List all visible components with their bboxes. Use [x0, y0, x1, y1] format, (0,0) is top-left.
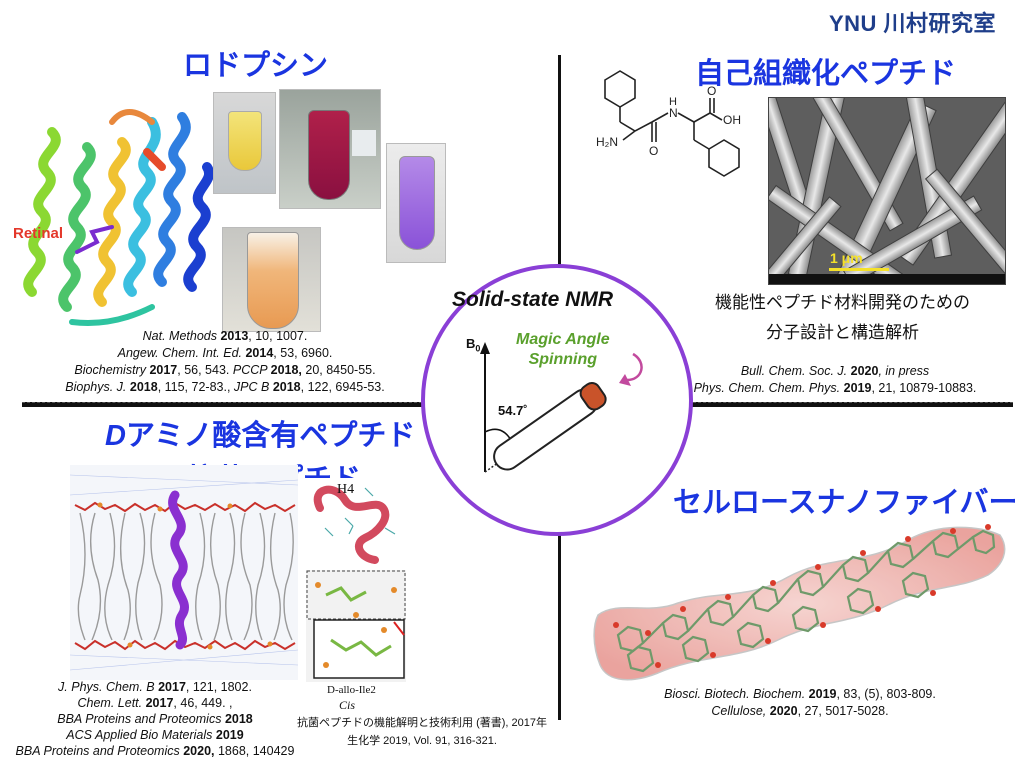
diphenylalanine-structure: H₂N N H O O OH	[596, 70, 741, 177]
b0-label-text: B	[466, 336, 476, 351]
h4-label: H4	[337, 482, 355, 497]
rhodopsin-purple-tube-photo	[386, 143, 446, 263]
cellulose-references: Biosci. Biotech. Biochem. 2019, 83, (5),…	[600, 686, 1000, 720]
damino-ref-2: Chem. Lett. 2017, 46, 449. ,	[77, 696, 233, 710]
atom-n: N	[669, 106, 678, 120]
cis-label: Cis	[339, 698, 356, 712]
angle-label: 54.7˚	[498, 403, 528, 418]
peptide-3d-structure-image	[305, 478, 410, 570]
atom-o1: O	[649, 144, 658, 158]
rhodopsin-ref-4: Biophys. J. 2018, 115, 72-83., JPC B 201…	[65, 380, 385, 394]
vertical-divider-bottom	[558, 510, 561, 720]
peptide-description: 機能性ペプチド材料開発のための 分子設計と構造解析	[670, 288, 1015, 348]
rhodopsin-orange-tube-photo	[222, 227, 321, 332]
cellulose-ref-2: Cellulose, 2020, 27, 5017-5028.	[711, 704, 889, 718]
horizontal-divider-left	[22, 402, 427, 407]
rhodopsin-structure-image	[23, 109, 214, 326]
book-ref-line-1: 抗菌ペプチドの機能解明と技術利用 (著書), 2017年	[297, 717, 547, 729]
rhodopsin-ref-1: Nat. Methods 2013, 10, 1007.	[142, 329, 308, 343]
peptide-ref-1: Bull. Chem. Soc. J. 2020, in press	[740, 364, 930, 378]
book-ref-line-2: 生化学 2019, Vol. 91, 316-321.	[347, 735, 497, 747]
damino-ref-3: BBA Proteins and Proteomics 2018	[57, 712, 253, 726]
atom-oh: OH	[723, 113, 741, 127]
atom-nh-h: H	[669, 96, 677, 108]
rhodopsin-ref-2: Angew. Chem. Int. Ed. 2014, 53, 6960.	[117, 346, 333, 360]
horizontal-divider-right	[688, 402, 1013, 407]
damino-title-rest: アミノ酸含有ペプチド	[125, 420, 416, 452]
damino-title: Dアミノ酸含有ペプチド	[105, 412, 415, 454]
peptide-title: 自己組織化ペプチド	[695, 58, 957, 90]
peptide-desc-line-1: 機能性ペプチド材料開発のための	[715, 293, 970, 312]
rhodopsin-yellow-tube-photo	[213, 92, 276, 194]
cellulose-ref-1: Biosci. Biotech. Biochem. 2019, 83, (5),…	[664, 687, 936, 701]
membrane-simulation-image	[70, 465, 298, 680]
b0-label: B0	[466, 336, 480, 354]
atom-o2: O	[707, 84, 716, 98]
cellulose-nanofiber-image	[593, 524, 1006, 681]
peptide-ref-2: Phys. Chem. Chem. Phys. 2019, 21, 10879-…	[693, 381, 977, 395]
damino-ref-5: BBA Proteins and Proteomics 2020, 1868, …	[15, 744, 295, 758]
residue-label: D-allo-Ile2	[327, 684, 376, 696]
lab-title: YNU 川村研究室	[828, 11, 996, 36]
peptide-desc-line-2: 分子設計と構造解析	[766, 323, 919, 342]
cellulose-title: セルロースナノファイバー	[673, 487, 1018, 519]
residue-closeup-image	[306, 570, 406, 682]
scale-bar-label: 1 μm	[830, 250, 863, 266]
nmr-title: Solid-state NMR	[452, 288, 614, 311]
peptide-references: Bull. Chem. Soc. J. 2020, in press Phys.…	[650, 363, 1020, 397]
magic-angle-label: Magic Angle Spinning	[516, 330, 610, 370]
magic-angle-line-2: Spinning	[528, 351, 598, 368]
damino-ref-1: J. Phys. Chem. B 2017, 121, 1802.	[58, 680, 252, 694]
damino-book-references: 抗菌ペプチドの機能解明と技術利用 (著書), 2017年 生化学 2019, V…	[282, 714, 562, 750]
rhodopsin-red-tube-photo	[279, 89, 381, 209]
nmr-circle-diagram	[421, 264, 693, 536]
sem-nanotube-image	[768, 97, 1006, 285]
atom-h2n: H₂N	[596, 135, 618, 149]
b0-label-subscript: 0	[475, 343, 481, 354]
rhodopsin-ref-3: Biochemistry 2017, 56, 543. PCCP 2018, 2…	[74, 363, 376, 377]
rhodopsin-references: Nat. Methods 2013, 10, 1007. Angew. Chem…	[15, 328, 435, 396]
vertical-divider-top	[558, 55, 561, 265]
retinal-label: Retinal	[13, 225, 64, 242]
damino-title-prefix: D	[105, 420, 126, 452]
rhodopsin-title: ロドプシン	[183, 50, 329, 82]
damino-references: J. Phys. Chem. B 2017, 121, 1802. Chem. …	[2, 679, 308, 759]
magic-angle-line-1: Magic Angle	[516, 331, 610, 348]
damino-ref-4: ACS Applied Bio Materials 2019	[66, 728, 244, 742]
